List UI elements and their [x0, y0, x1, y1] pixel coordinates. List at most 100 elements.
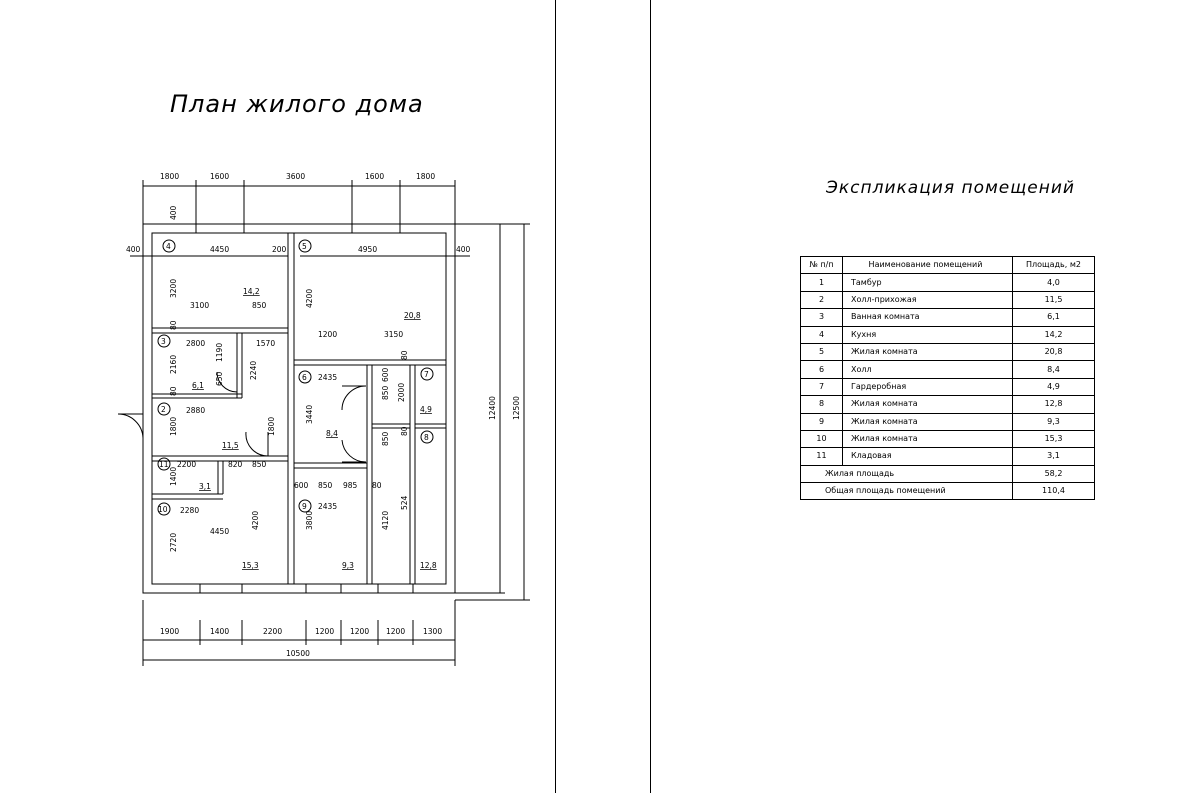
dim-top-3: 3600	[286, 172, 305, 181]
row-area: 15,3	[1012, 429, 1095, 449]
row-no: 2	[800, 290, 843, 310]
dim-2720: 2720	[169, 533, 178, 552]
dim-3100: 3100	[190, 301, 209, 310]
dim-80-a: 80	[169, 320, 178, 330]
room-circle-8	[420, 430, 434, 444]
row-name: Жилая комната	[842, 395, 1013, 414]
window-bottom-1	[199, 583, 243, 594]
row-name: Тамбур	[842, 273, 1013, 292]
dim-wall-right: 400	[456, 245, 471, 254]
room-number-9: 9	[302, 502, 307, 511]
explication-table-wrap: № п/п Наименование помещений Площадь, м2…	[800, 255, 1095, 501]
room-number-8: 8	[424, 433, 429, 442]
sheet-border-right	[650, 0, 651, 793]
living-area-label: Жилая площадь	[800, 464, 1013, 484]
room-number-3: 3	[161, 337, 166, 346]
room-circle-11	[157, 457, 171, 471]
total-area-value: 110,4	[1012, 482, 1095, 501]
door-room10	[245, 431, 269, 457]
row-no: 7	[800, 377, 843, 397]
room-circle-4	[162, 239, 176, 253]
row-area: 9,3	[1012, 412, 1095, 431]
area-room-3: 6,1	[192, 381, 204, 390]
dim-bottom-1: 1900	[160, 627, 179, 636]
row-area: 11,5	[1012, 290, 1095, 310]
row-no: 1	[800, 273, 843, 292]
area-room-2: 11,5	[222, 441, 239, 450]
row-area: 4,0	[1012, 273, 1095, 292]
dim-wall-left: 400	[126, 245, 141, 254]
dim-1800-b: 1800	[267, 417, 276, 436]
dim-2000: 2000	[397, 383, 406, 402]
dim-wall-top: 400	[169, 205, 178, 220]
entrance-door	[117, 413, 144, 439]
row-no: 4	[800, 325, 843, 344]
room-number-6: 6	[302, 373, 307, 382]
room-number-7: 7	[424, 370, 429, 379]
dim-650: 650	[215, 371, 224, 386]
area-room-7: 4,9	[420, 405, 432, 414]
row-no: 9	[800, 412, 843, 431]
dim-2435-b: 2435	[318, 502, 337, 511]
area-room-11: 3,1	[199, 482, 211, 491]
door-hall6-1	[341, 385, 367, 411]
header-name: Наименование помещений	[842, 255, 1013, 275]
room-circle-5	[298, 239, 312, 253]
dim-4200-a: 4200	[305, 289, 314, 308]
row-area: 14,2	[1012, 325, 1095, 344]
dim-524: 524	[400, 495, 409, 510]
dim-2280: 2280	[180, 506, 199, 515]
dim-80-d: 80	[400, 426, 409, 436]
row-no: 6	[800, 360, 843, 379]
window-top-left	[195, 223, 245, 234]
room-circle-3	[157, 334, 171, 348]
sheet-border-left	[555, 0, 556, 793]
total-area-label: Общая площадь помещений	[800, 482, 1013, 501]
dim-4120: 4120	[381, 511, 390, 530]
row-name: Жилая комната	[842, 429, 1013, 449]
row-no: 5	[800, 342, 843, 362]
row-name: Жилая комната	[842, 412, 1013, 431]
room-number-4: 4	[166, 242, 171, 251]
room-circle-6	[298, 370, 312, 384]
row-no: 3	[800, 308, 843, 327]
dim-200: 200	[272, 245, 287, 254]
living-area-value: 58,2	[1012, 464, 1095, 484]
window-bottom-3	[377, 583, 414, 594]
dim-height-outer: 12500	[512, 396, 521, 420]
dim-3150: 3150	[384, 330, 403, 339]
dim-850-b: 850	[381, 385, 390, 400]
dim-1190: 1190	[215, 343, 224, 362]
dim-3200: 3200	[169, 279, 178, 298]
row-area: 4,9	[1012, 377, 1095, 397]
dim-820: 820	[228, 460, 243, 469]
row-name: Холл-прихожая	[842, 290, 1013, 310]
row-no: 11	[800, 447, 843, 466]
row-area: 12,8	[1012, 395, 1095, 414]
dim-80-b: 80	[169, 386, 178, 396]
dim-2240: 2240	[249, 361, 258, 380]
dim-bottom-2: 1400	[210, 627, 229, 636]
area-room-4: 14,2	[243, 287, 260, 296]
dim-4450-bottom: 4450	[210, 527, 229, 536]
room-circle-10	[157, 502, 171, 516]
area-room-8: 12,8	[420, 561, 437, 570]
dim-4200-b: 4200	[251, 511, 260, 530]
dim-850-a: 850	[252, 301, 267, 310]
dim-overall-width: 10500	[286, 649, 310, 658]
row-area: 20,8	[1012, 342, 1095, 362]
row-name: Жилая комната	[842, 342, 1013, 362]
dim-2435-a: 2435	[318, 373, 337, 382]
row-area: 3,1	[1012, 447, 1095, 466]
row-name: Гардеробная	[842, 377, 1013, 397]
dim-600-a: 600	[381, 367, 390, 382]
dim-2200: 2200	[177, 460, 196, 469]
dim-850-d: 850	[252, 460, 267, 469]
room-circle-2	[157, 402, 171, 416]
row-no: 10	[800, 429, 843, 449]
